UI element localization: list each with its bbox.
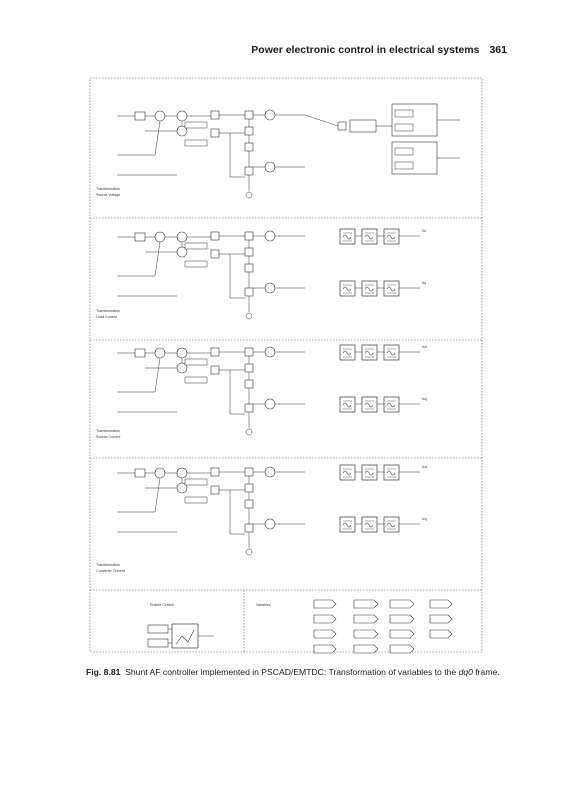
caption-italic-term: dq0 bbox=[458, 667, 473, 677]
panel-2-out-2: Ilq bbox=[422, 281, 426, 285]
panel-4-label-1: Transformation bbox=[96, 563, 120, 567]
page-number: 361 bbox=[489, 44, 507, 56]
panel-4-label-2: Converter Current bbox=[96, 569, 125, 573]
panel-2-label-1: Transformation bbox=[96, 309, 120, 313]
caption-suffix: frame. bbox=[475, 667, 500, 677]
panel-2-label-2: Load Current bbox=[96, 315, 117, 319]
figure-frame bbox=[89, 77, 483, 653]
panel-source-voltage: Transformation Source Voltage bbox=[96, 103, 460, 199]
panel-3-label-1: Transformation bbox=[96, 429, 120, 433]
figure-caption: Fig. 8.81 Shunt AF controller implemente… bbox=[86, 667, 526, 677]
caption-text: Shunt AF controller implemented in PSCAD… bbox=[125, 667, 457, 677]
variables-block: Variables bbox=[256, 599, 453, 654]
variables-label: Variables bbox=[256, 603, 271, 607]
panel-4-out-2: Icq bbox=[422, 517, 427, 521]
panel-converter-current: Icd Icq Transformation Converter Current bbox=[96, 465, 427, 573]
panel-2-out-1: Ild bbox=[422, 229, 426, 233]
page-header: Power electronic control in electrical s… bbox=[251, 44, 507, 56]
panel-3-out-2: Isq bbox=[422, 397, 427, 401]
panel-3-out-1: Isd bbox=[422, 345, 427, 349]
panel-3-label-2: Source Current bbox=[96, 435, 120, 439]
enable-control-label: Enable Control bbox=[150, 603, 174, 607]
enable-control-block: Enable Control bbox=[147, 603, 214, 649]
figure-label: Fig. 8.81 bbox=[86, 667, 121, 677]
panel-4-out-1: Icd bbox=[422, 465, 427, 469]
running-title: Power electronic control in electrical s… bbox=[251, 44, 480, 56]
panel-1-label-2: Source Voltage bbox=[96, 193, 120, 197]
panel-1-label-1: Transformation bbox=[96, 187, 120, 191]
panel-source-current: Isd Isq Transformation Source Current bbox=[96, 345, 427, 439]
panel-load-current: Ild Ilq Transformation Load Current bbox=[96, 229, 426, 320]
